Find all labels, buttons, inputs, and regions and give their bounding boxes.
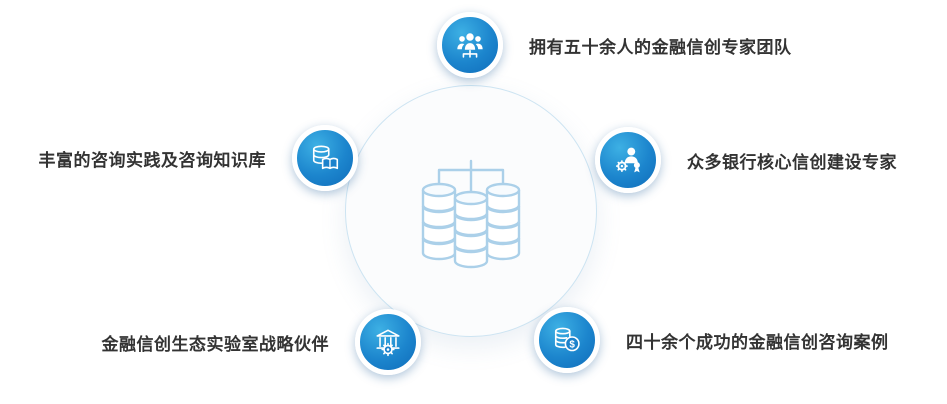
feature-node-cases: $ 四十余个成功的金融信创咨询案例 <box>534 307 889 373</box>
cases-bubble: $ <box>534 307 600 373</box>
database-book-icon <box>312 145 339 170</box>
feature-label-team: 拥有五十余人的金融信创专家团队 <box>529 37 792 57</box>
feature-node-knowledge: 丰富的咨询实践及咨询知识库 <box>38 125 358 191</box>
expert-award-gear-icon <box>615 147 640 173</box>
feature-node-experts: 众多银行核心信创建设专家 <box>595 127 897 193</box>
svg-text:$: $ <box>569 340 575 351</box>
feature-label-cases: 四十余个成功的金融信创咨询案例 <box>626 332 889 352</box>
coins-dollar-icon: $ <box>554 327 580 352</box>
feature-label-knowledge: 丰富的咨询实践及咨询知识库 <box>38 150 266 170</box>
feature-label-experts: 众多银行核心信创建设专家 <box>687 152 897 172</box>
feature-node-lab: 金融信创生态实验室战略伙伴 <box>101 309 421 375</box>
team-bubble <box>437 12 503 78</box>
team-icon <box>457 33 483 58</box>
feature-label-lab: 金融信创生态实验室战略伙伴 <box>101 334 329 354</box>
feature-node-team: 拥有五十余人的金融信创专家团队 <box>437 12 792 78</box>
database-cluster-icon <box>421 159 521 269</box>
knowledge-bubble <box>292 125 358 191</box>
bank-gear-icon <box>376 329 400 357</box>
expert-bubble <box>595 127 661 193</box>
center-circle <box>345 85 597 337</box>
lab-bubble <box>355 309 421 375</box>
